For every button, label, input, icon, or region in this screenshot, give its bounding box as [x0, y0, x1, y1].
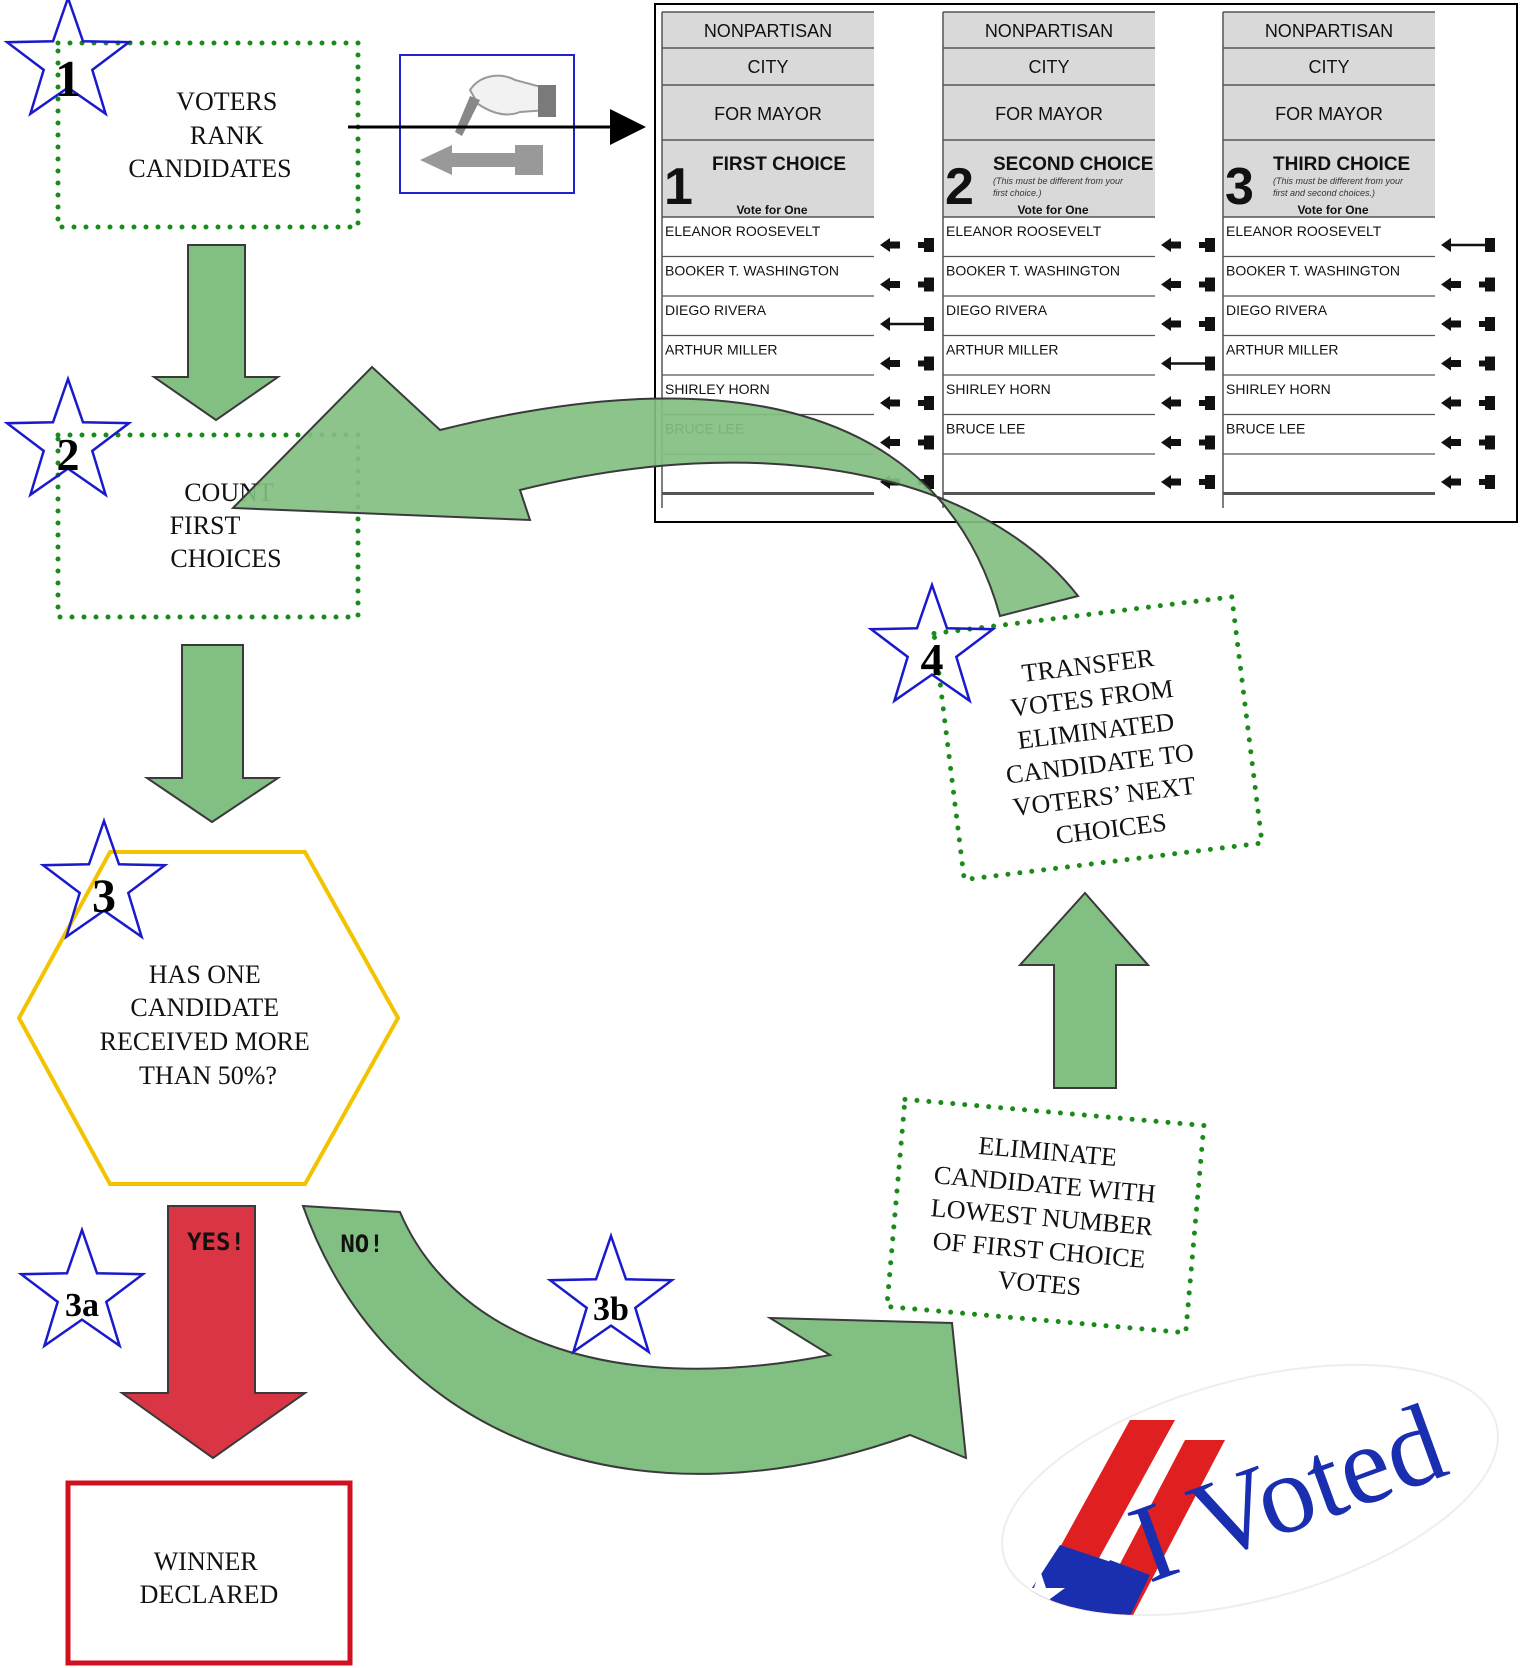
ballot-arrow-mark [880, 277, 934, 292]
step-3-hexagon: HAS ONE CANDIDATE RECEIVED MORE THAN 50%… [16, 850, 401, 1186]
ballot-arrow-mark [1161, 475, 1215, 489]
ballot-arrow-mark [880, 356, 934, 371]
ballot-arrow-mark [1161, 435, 1215, 450]
ballot-note: first choice.) [993, 188, 1042, 198]
ballot-arrow-mark [1441, 356, 1495, 371]
ballot-candidate: ELEANOR ROOSEVELT [1226, 223, 1382, 239]
ballot-note: first and second choices.) [1273, 188, 1375, 198]
no-arrow: NO! [301, 1204, 968, 1475]
ballot-candidate: SHIRLEY HORN [946, 381, 1051, 397]
step-4-box: TRANSFER VOTES FROM ELIMINATED CANDIDATE… [931, 594, 1265, 883]
i-voted-sticker: I Voted [980, 1363, 1499, 1663]
step-3a-number: 3a [65, 1287, 99, 1324]
eliminate-box: ELIMINATE CANDIDATE WITH LOWEST NUMBER O… [884, 1096, 1207, 1336]
ballot-choice-number: 2 [945, 158, 974, 216]
ballot-vote-for-one: Vote for One [736, 203, 807, 217]
ballot-arrow-mark [1161, 238, 1215, 252]
winner-box: WINNER DECLARED [65, 1480, 353, 1666]
step-3-number: 3 [92, 870, 116, 923]
ballot-party: NONPARTISAN [985, 21, 1113, 41]
ballot-arrow-mark [1161, 277, 1215, 292]
ballot-candidate: ARTHUR MILLER [946, 342, 1059, 358]
ballot-candidate: ARTHUR MILLER [665, 342, 778, 358]
step-3-text: HAS ONE CANDIDATE RECEIVED MORE THAN 50%… [100, 960, 317, 1090]
ballot-column-1: NONPARTISAN CITY FOR MAYOR 1 FIRST CHOICE Vot… [661, 11, 934, 508]
ballot-arrow-mark [1441, 396, 1495, 410]
ballot-choice-number: 1 [664, 158, 693, 216]
ballot-arrow-mark [1441, 238, 1495, 252]
ballot-candidate: BOOKER T. WASHINGTON [665, 263, 839, 279]
ballot-city: CITY [1308, 57, 1349, 77]
ballot-city: CITY [1028, 57, 1069, 77]
ballot-candidate: ELEANOR ROOSEVELT [946, 223, 1102, 239]
yes-arrow: YES! [118, 1205, 309, 1460]
step-4-text: TRANSFER VOTES FROM ELIMINATED CANDIDATE… [992, 639, 1210, 855]
ballot-party: NONPARTISAN [704, 21, 832, 41]
ballot-note: (This must be different from your [1273, 176, 1404, 186]
ballot-candidate: DIEGO RIVERA [665, 302, 767, 318]
step-1-box: VOTERS RANK CANDIDATES [55, 40, 361, 230]
ballot-arrow-mark [1441, 475, 1495, 489]
ballot-choice-number: 3 [1225, 158, 1254, 216]
winner-text: WINNER DECLARED [140, 1547, 279, 1609]
step-2-star [3, 375, 133, 498]
ballot-arrow-mark [1441, 277, 1495, 292]
step-1-star [3, 0, 133, 117]
ballot-office: FOR MAYOR [995, 104, 1103, 124]
step-2-number: 2 [57, 429, 80, 480]
ballot-column-3: NONPARTISAN CITY FOR MAYOR 3 THIRD CHOICE(Th… [1222, 11, 1495, 508]
up-arrow [1017, 891, 1151, 1089]
down-arrow-2 [143, 644, 282, 824]
ballot-note: (This must be different from your [993, 176, 1124, 186]
step-3b-star [546, 1232, 676, 1355]
ballot-candidate: ARTHUR MILLER [1226, 342, 1339, 358]
ballot-candidate: BOOKER T. WASHINGTON [946, 263, 1120, 279]
ballot-arrow-mark [880, 396, 934, 410]
ballot-arrow-mark [1441, 435, 1495, 450]
yes-label: YES! [187, 1228, 245, 1256]
step-1-text: VOTERS RANK CANDIDATES [128, 87, 291, 183]
return-arrow [230, 365, 1080, 618]
step-3-star [39, 817, 169, 940]
ballot-arrow-mark [1161, 396, 1215, 410]
ballot-arrow-mark [880, 238, 934, 252]
step-3b-number: 3b [593, 1291, 629, 1328]
ballot-candidate: BRUCE LEE [1226, 421, 1305, 437]
step-4-star [867, 581, 997, 704]
ballot-city: CITY [747, 57, 788, 77]
ballot-arrow-mark [1441, 317, 1495, 331]
ballot-column-2: NONPARTISAN CITY FOR MAYOR 2 SECOND CHOICE(T… [942, 11, 1215, 508]
ballot-candidate: BOOKER T. WASHINGTON [1226, 263, 1400, 279]
step-1-number: 1 [55, 51, 81, 108]
ballot-arrow-mark [1161, 356, 1215, 371]
eliminate-text: ELIMINATE CANDIDATE WITH LOWEST NUMBER O… [924, 1127, 1166, 1307]
ballot-choice-label: FIRST CHOICE [712, 154, 846, 175]
step-4-number: 4 [921, 634, 944, 685]
ballot-choice-label: SECOND CHOICE [993, 154, 1153, 175]
ballot-choice-label: THIRD CHOICE [1273, 154, 1410, 175]
ballot-vote-for-one: Vote for One [1297, 203, 1368, 217]
ballot-candidate: DIEGO RIVERA [1226, 302, 1328, 318]
ballot-arrow-mark [880, 317, 934, 331]
ballot-office: FOR MAYOR [714, 104, 822, 124]
no-label: NO! [340, 1230, 383, 1258]
down-arrow-1 [150, 244, 282, 422]
ballot-office: FOR MAYOR [1275, 104, 1383, 124]
ballot-party: NONPARTISAN [1265, 21, 1393, 41]
ballot-pen-icon [399, 54, 575, 194]
ballot-candidate: BRUCE LEE [946, 421, 1025, 437]
ballot-vote-for-one: Vote for One [1017, 203, 1088, 217]
ballot-candidate: DIEGO RIVERA [946, 302, 1048, 318]
ballot-arrow-mark [880, 435, 934, 450]
ballot-candidate: SHIRLEY HORN [665, 381, 770, 397]
ballot-candidate: SHIRLEY HORN [1226, 381, 1331, 397]
ballot-arrow-mark [1161, 317, 1215, 331]
ballot-candidate: ELEANOR ROOSEVELT [665, 223, 821, 239]
step-3a-star [17, 1226, 147, 1349]
